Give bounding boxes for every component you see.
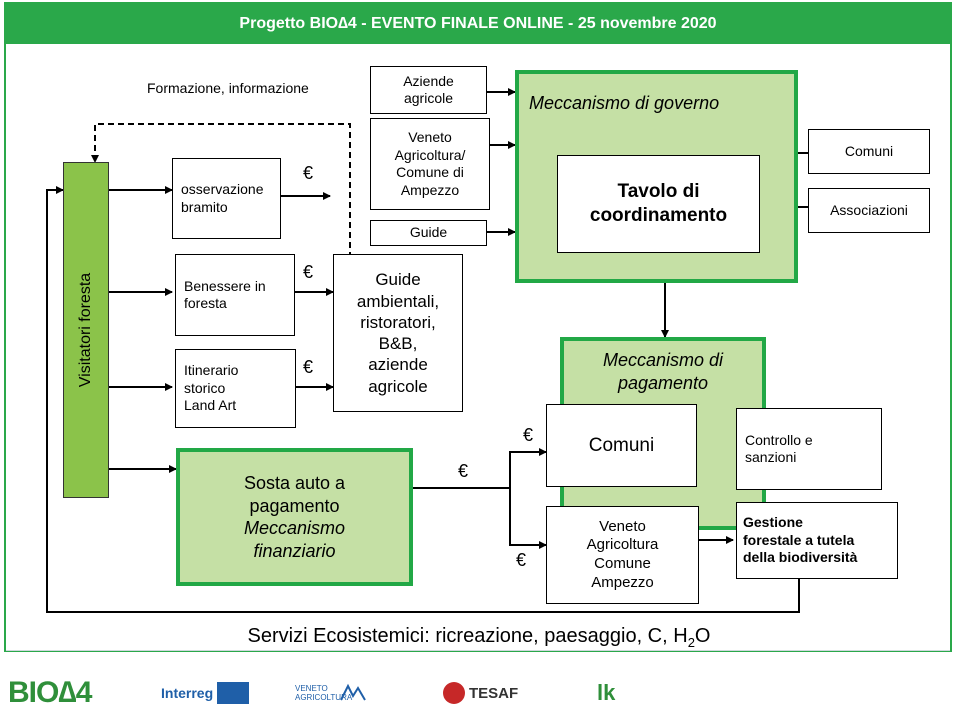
veneto-ampezzo-line-3: Comune <box>594 555 651 572</box>
sosta-line-4: finanziario <box>253 540 336 561</box>
operators-line-4: B&B, <box>378 334 418 353</box>
visitatori-foresta-box: Visitatori foresta <box>63 162 109 498</box>
veneto-ampezzo-line-1: Veneto <box>599 517 646 535</box>
itinerario-line-3: Land Art <box>184 397 237 414</box>
tesaf-logo-text: TESAF <box>469 684 519 702</box>
tavolo-line-1: Tavolo di <box>617 181 700 203</box>
visitatori-label: Visitatori foresta <box>77 272 95 388</box>
gestione-forestale-box: Gestione forestale a tutela della biodiv… <box>736 502 898 579</box>
interreg-logo: Interreg <box>161 676 265 710</box>
operators-line-3: ristoratori, <box>360 312 436 332</box>
veneto-ampezzo-line-4: Ampezzo <box>591 573 654 591</box>
euro-benessere: € <box>303 262 314 282</box>
associazioni-box: Associazioni <box>808 188 930 233</box>
veneto-logo-icon <box>340 683 366 701</box>
aziende-line-1: Aziende <box>403 72 454 89</box>
pagamento-title-2: pagamento <box>617 372 709 393</box>
bramito-line-1: osservazione <box>181 181 264 197</box>
sosta-line-1: Sosta auto a <box>243 473 346 493</box>
controllo-sanzioni-box: Controllo e sanzioni <box>736 408 882 490</box>
euro-comuni: € <box>523 425 534 445</box>
footer-divider <box>6 650 950 651</box>
operators-box: Guide ambientali, ristoratori, B&B, azie… <box>333 254 463 412</box>
operators-line-2: ambientali, <box>356 291 440 311</box>
veneto-line-3: Comune di <box>396 164 464 180</box>
comuni-pagamento-box: Comuni <box>546 404 697 487</box>
controllo-line-1: Controllo e <box>745 431 813 448</box>
veneto-logo-text: VENETO AGRICOLTURA <box>295 684 353 702</box>
pagamento-title-1: Meccanismo di <box>602 350 724 370</box>
comuni-right-box: Comuni <box>808 129 930 174</box>
benessere-box: Benessere in foresta <box>175 254 295 336</box>
itinerario-line-1: Itinerario <box>184 362 239 379</box>
itinerario-line-2: storico <box>184 379 226 396</box>
lk-logo: lk <box>597 676 687 710</box>
controllo-line-2: sanzioni <box>745 449 797 465</box>
gestione-line-2: forestale a tutela <box>743 531 855 548</box>
aziende-agricole-box: Aziende agricole <box>370 66 487 114</box>
sosta-auto-box: Sosta auto a pagamento Meccanismo finanz… <box>176 448 413 586</box>
gestione-line-3: della biodiversità <box>743 549 858 566</box>
servizi-ecosistemici: Servizi Ecosistemici: ricreazione, paesa… <box>0 625 958 650</box>
euro-bramito: € <box>303 163 314 183</box>
lk-logo-text: lk <box>597 680 616 705</box>
veneto-line-1: Veneto <box>408 129 452 145</box>
header-title: Progetto BIO∆4 - EVENTO FINALE ONLINE - … <box>239 15 717 32</box>
formazione-label: Formazione, informazione <box>147 80 309 96</box>
unipd-seal-icon <box>443 682 465 704</box>
comuni-pagamento-label: Comuni <box>588 434 655 456</box>
eu-flag-icon <box>217 682 250 704</box>
veneto-ampezzo-box: Veneto Agricoltura Comune Ampezzo <box>546 506 699 604</box>
operators-line-1: Guide <box>375 270 421 290</box>
aziende-line-2: agricole <box>403 90 454 106</box>
sosta-line-2: pagamento <box>249 495 340 516</box>
bramito-line-2: bramito <box>181 198 228 215</box>
servizi-tail: O <box>694 625 711 647</box>
operators-line-6: agricole <box>368 376 428 396</box>
comuni-right-label: Comuni <box>844 142 894 159</box>
benessere-line-1: Benessere in <box>184 277 266 294</box>
tesaf-logo: TESAF <box>443 676 553 710</box>
tavolo-coordinamento-box: Tavolo di coordinamento <box>557 155 760 253</box>
euro-itinerario: € <box>303 357 314 377</box>
bio4-logo: BIO∆4 <box>8 676 148 710</box>
pagamento-title: Meccanismo di pagamento <box>564 349 762 394</box>
associazioni-label: Associazioni <box>830 201 908 218</box>
guide-label: Guide <box>409 224 448 241</box>
itinerario-box: Itinerario storico Land Art <box>175 349 296 428</box>
bio4-logo-text: BIO∆4 <box>8 676 92 709</box>
veneto-agricoltura-logo: VENETO AGRICOLTURA <box>295 676 385 710</box>
operators-line-5: aziende <box>368 355 428 375</box>
governo-title: Meccanismo di governo <box>529 93 720 113</box>
servizi-text: Servizi Ecosistemici: ricreazione, paesa… <box>247 625 688 647</box>
veneto-agricoltura-box: Veneto Agricoltura/ Comune di Ampezzo <box>370 118 490 210</box>
servizi-sub: 2 <box>687 635 695 650</box>
veneto-line-2: Agricoltura/ <box>394 146 466 163</box>
benessere-line-2: foresta <box>184 295 227 311</box>
euro-veneto: € <box>516 550 527 570</box>
gestione-line-1: Gestione <box>743 514 803 531</box>
sosta-line-3: Meccanismo <box>243 518 346 538</box>
veneto-ampezzo-line-2: Agricoltura <box>586 536 659 554</box>
tavolo-line-2: coordinamento <box>589 205 728 226</box>
header-bar: Progetto BIO∆4 - EVENTO FINALE ONLINE - … <box>6 4 950 44</box>
guide-box: Guide <box>370 220 487 246</box>
interreg-logo-text: Interreg <box>161 685 214 701</box>
bramito-box: osservazione bramito <box>172 158 281 239</box>
slide-frame <box>4 2 952 652</box>
veneto-line-4: Ampezzo <box>400 181 460 198</box>
euro-sosta: € <box>458 461 469 481</box>
